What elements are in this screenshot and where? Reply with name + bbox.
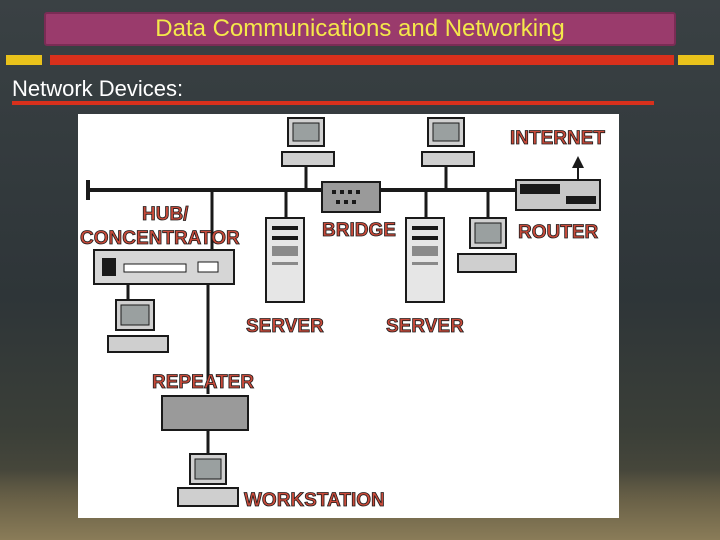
label-repeater: REPEATER xyxy=(152,372,254,393)
left-accent-tab xyxy=(6,55,42,65)
workstation-router xyxy=(457,190,517,273)
label-server-right: SERVER xyxy=(386,316,464,337)
workstation-top-right xyxy=(421,117,475,190)
right-accent-tab xyxy=(678,55,714,65)
label-bridge: BRIDGE xyxy=(322,220,396,241)
repeater-device xyxy=(161,395,249,431)
label-hub: HUB/ xyxy=(142,204,189,225)
heading-underline xyxy=(12,101,654,105)
router-device xyxy=(515,156,601,211)
label-server-left: SERVER xyxy=(246,316,324,337)
workstation-top-left xyxy=(281,117,335,190)
server-right xyxy=(405,190,445,303)
label-concentrator: CONCENTRATOR xyxy=(80,228,240,249)
network-diagram: INTERNET HUB/ CONCENTRATOR BRIDGE ROUTER… xyxy=(78,114,619,518)
header-stripe xyxy=(50,55,674,65)
label-internet: INTERNET xyxy=(510,128,605,149)
slide-title: Data Communications and Networking xyxy=(155,15,565,42)
hub-device xyxy=(93,249,235,285)
label-workstation: WORKSTATION xyxy=(244,490,385,511)
title-bar: Data Communications and Networking xyxy=(44,12,676,46)
workstation-bottom xyxy=(177,453,239,507)
network-diagram-svg: INTERNET HUB/ CONCENTRATOR BRIDGE ROUTER… xyxy=(80,117,606,511)
workstation-hub xyxy=(107,284,169,353)
bridge-device xyxy=(321,181,381,213)
server-left xyxy=(265,190,305,303)
label-router: ROUTER xyxy=(518,222,599,243)
section-heading: Network Devices: xyxy=(12,76,184,101)
